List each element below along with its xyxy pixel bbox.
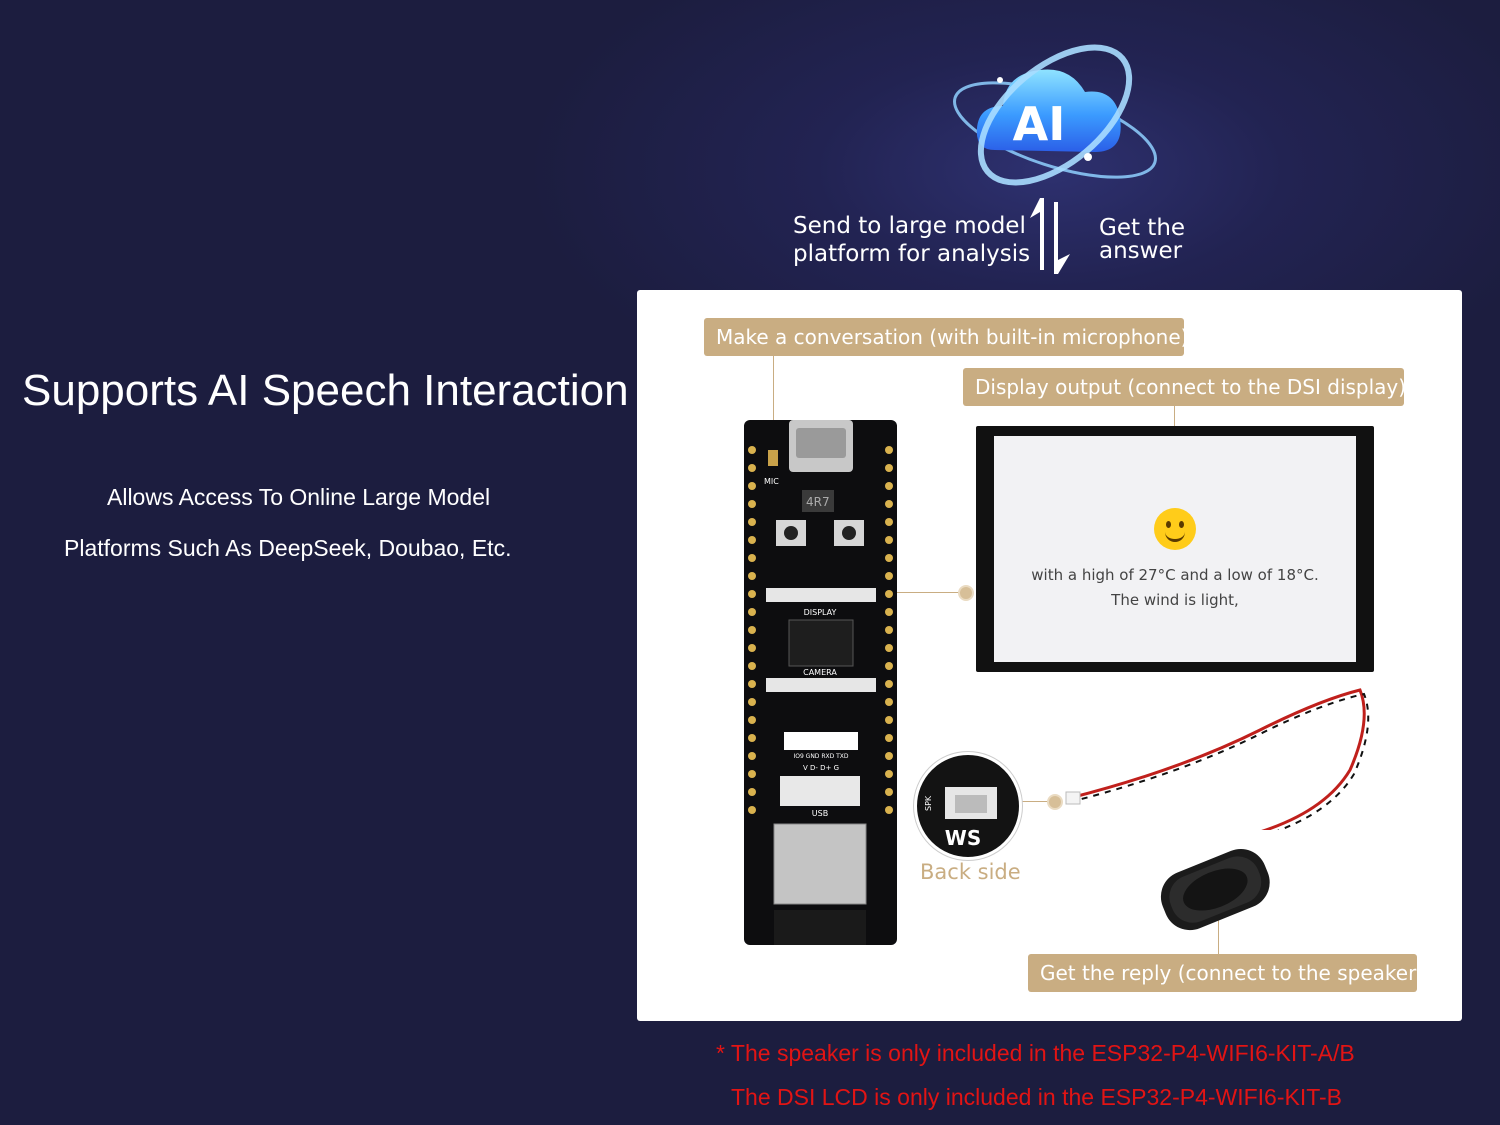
flow-get-line-2: answer xyxy=(1099,238,1183,264)
tag-display: Display output (connect to the DSI displ… xyxy=(963,368,1406,406)
back-side-graphic: SPK WS xyxy=(924,787,997,850)
note-speaker-kit: * The speaker is only included in the ES… xyxy=(716,1040,1355,1066)
flow-send-line-1: Send to large model xyxy=(793,213,1026,239)
lcd-text-line-1: with a high of 27°C and a low of 18°C. xyxy=(1031,566,1319,584)
board-display-connector-line xyxy=(850,592,965,593)
speaker-icon xyxy=(1160,848,1270,931)
tag-speaker: Get the reply (connect to the speaker) xyxy=(1028,954,1424,992)
subtitle-line-2: Platforms Such As DeepSeek, Doubao, Etc. xyxy=(64,535,512,561)
svg-text:WS: WS xyxy=(945,826,981,850)
dsi-lcd-display: with a high of 27°C and a low of 18°C. T… xyxy=(976,426,1374,672)
board-uart-pins-label: IO9 GND RXD TXD xyxy=(793,753,848,760)
flow-get-line-1: Get the xyxy=(1099,215,1186,241)
board-camera-label: CAMERA xyxy=(803,668,837,677)
board-vdd-label: V D- D+ G xyxy=(803,764,839,772)
lcd-screen: with a high of 27°C and a low of 18°C. T… xyxy=(994,436,1356,662)
board-usb-label: USB xyxy=(812,809,828,818)
board-mic-label: MIC xyxy=(764,477,779,486)
flow-send-line-2: platform for analysis xyxy=(793,241,1031,267)
ai-cloud-orbit-icon: AI xyxy=(953,44,1157,186)
board-back-side-view: SPK WS xyxy=(914,752,1022,860)
up-down-arrows-icon xyxy=(1030,198,1070,274)
board-chip-code: 4R7 xyxy=(806,495,830,509)
back-side-label: Back side xyxy=(920,860,1021,884)
speaker-cable xyxy=(1065,688,1370,830)
board-spk-label: SPK xyxy=(924,795,933,811)
spk-connector-dot xyxy=(1047,794,1063,810)
mic-connector-line xyxy=(773,356,774,456)
esp32-p4-board: MIC 4R7 DISPLAY CAMERA IO9 GND RXD TXD V… xyxy=(744,420,897,945)
board-display-label: DISPLAY xyxy=(804,608,837,617)
smiley-emoji-icon xyxy=(1154,508,1196,550)
ai-logo-text: AI xyxy=(1013,97,1066,151)
headline: Supports AI Speech Interaction xyxy=(22,366,629,415)
board-graphic: MIC 4R7 DISPLAY CAMERA IO9 GND RXD TXD V… xyxy=(748,420,893,945)
lcd-text-line-2: The wind is light, xyxy=(1111,591,1239,609)
flow-send-text: Send to large model platform for analysi… xyxy=(793,212,1030,268)
note-lcd-kit: The DSI LCD is only included in the ESP3… xyxy=(731,1084,1343,1110)
tag-microphone: Make a conversation (with built-in micro… xyxy=(704,318,1188,356)
spk-connector-line xyxy=(1016,801,1056,802)
subtitle-line-1: Allows Access To Online Large Model xyxy=(107,484,491,510)
board-display-connector-dot xyxy=(958,585,974,601)
flow-get-text: Get the answer xyxy=(1099,217,1185,263)
